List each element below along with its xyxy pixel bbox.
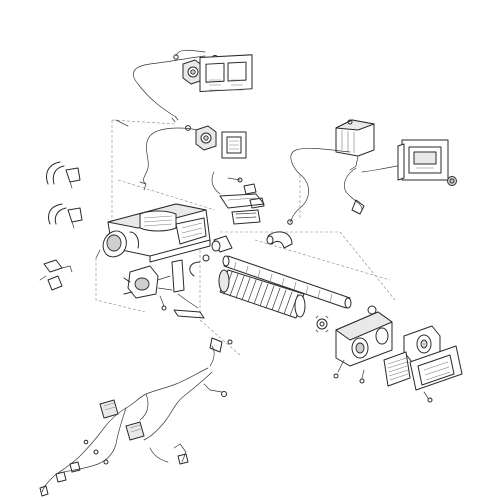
fuel-pump-assembly bbox=[123, 259, 205, 319]
heater-main-unit bbox=[95, 203, 211, 263]
exhaust-tube bbox=[211, 235, 352, 309]
wall-passage-exhaust bbox=[333, 311, 393, 384]
control-unit bbox=[335, 119, 375, 171]
flexible-hose bbox=[189, 254, 306, 319]
fuse-holder-group bbox=[211, 171, 265, 225]
hose-fittings-left bbox=[39, 161, 83, 291]
digital-timer-panel bbox=[287, 139, 457, 225]
elbow-fitting bbox=[266, 231, 377, 333]
wiring-harness bbox=[39, 337, 233, 497]
assembly-guide-lines bbox=[95, 119, 396, 356]
air-intake-flange bbox=[383, 325, 463, 403]
single-switch-assembly bbox=[115, 119, 247, 191]
double-switch-assembly bbox=[133, 49, 253, 123]
